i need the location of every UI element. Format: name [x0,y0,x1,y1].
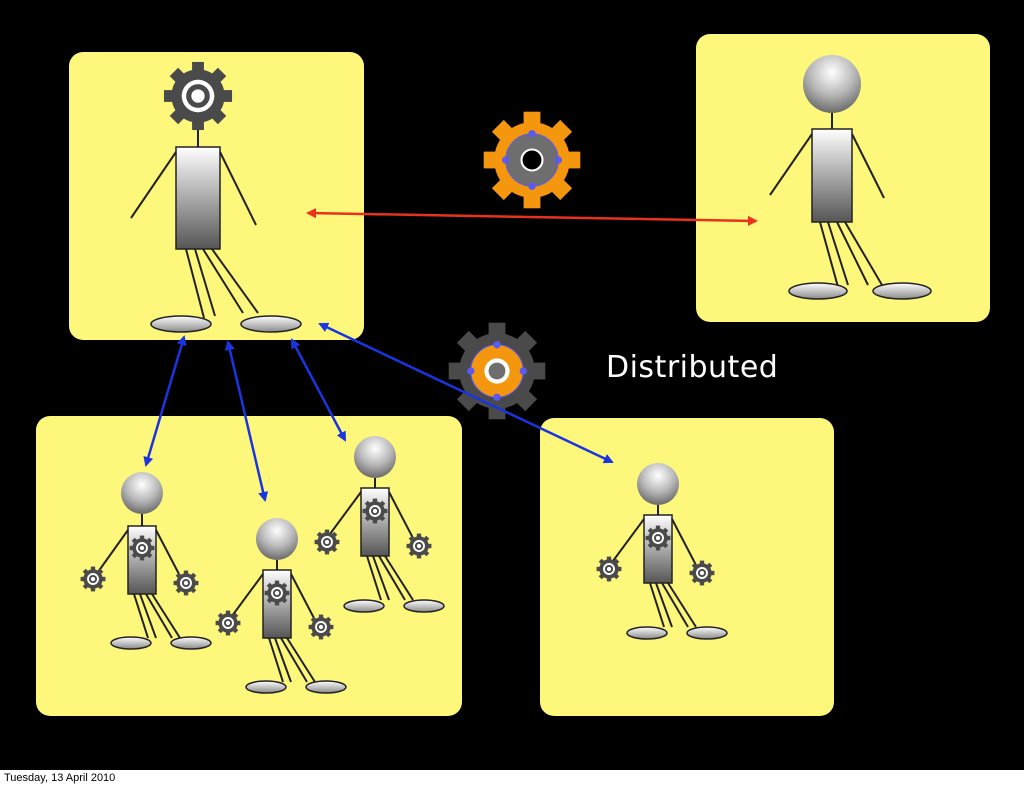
gear-icon [130,536,155,561]
stick-figure-icon [769,55,932,300]
slide-canvas: Distributed [36,34,990,716]
gear-icon [265,581,290,606]
gear-icon [163,61,233,131]
gear-icon [315,530,340,555]
gear-icon [363,499,388,524]
gear-icon [448,322,546,420]
double-arrow-icon [306,208,758,226]
gear-icon [597,557,622,582]
gear-icon [81,567,106,592]
double-arrow-icon [224,340,269,502]
distributed-label: Distributed [606,350,779,385]
gear-icon [646,526,671,551]
panel-bottom-right [540,418,834,716]
double-arrow-icon [143,335,187,467]
slide-footer: Tuesday, 13 April 2010 [0,770,1024,788]
gear-head-figure [130,61,302,333]
gear-icon [309,615,334,640]
gear-icon [216,611,241,636]
gear-icon [483,111,581,209]
gear-icon [174,571,199,596]
gear-icon [407,534,432,559]
footer-date: Tuesday, 13 April 2010 [4,772,116,784]
gear-icon [690,561,715,586]
double-arrow-icon [318,322,614,464]
panel-bottom-left [36,416,462,716]
